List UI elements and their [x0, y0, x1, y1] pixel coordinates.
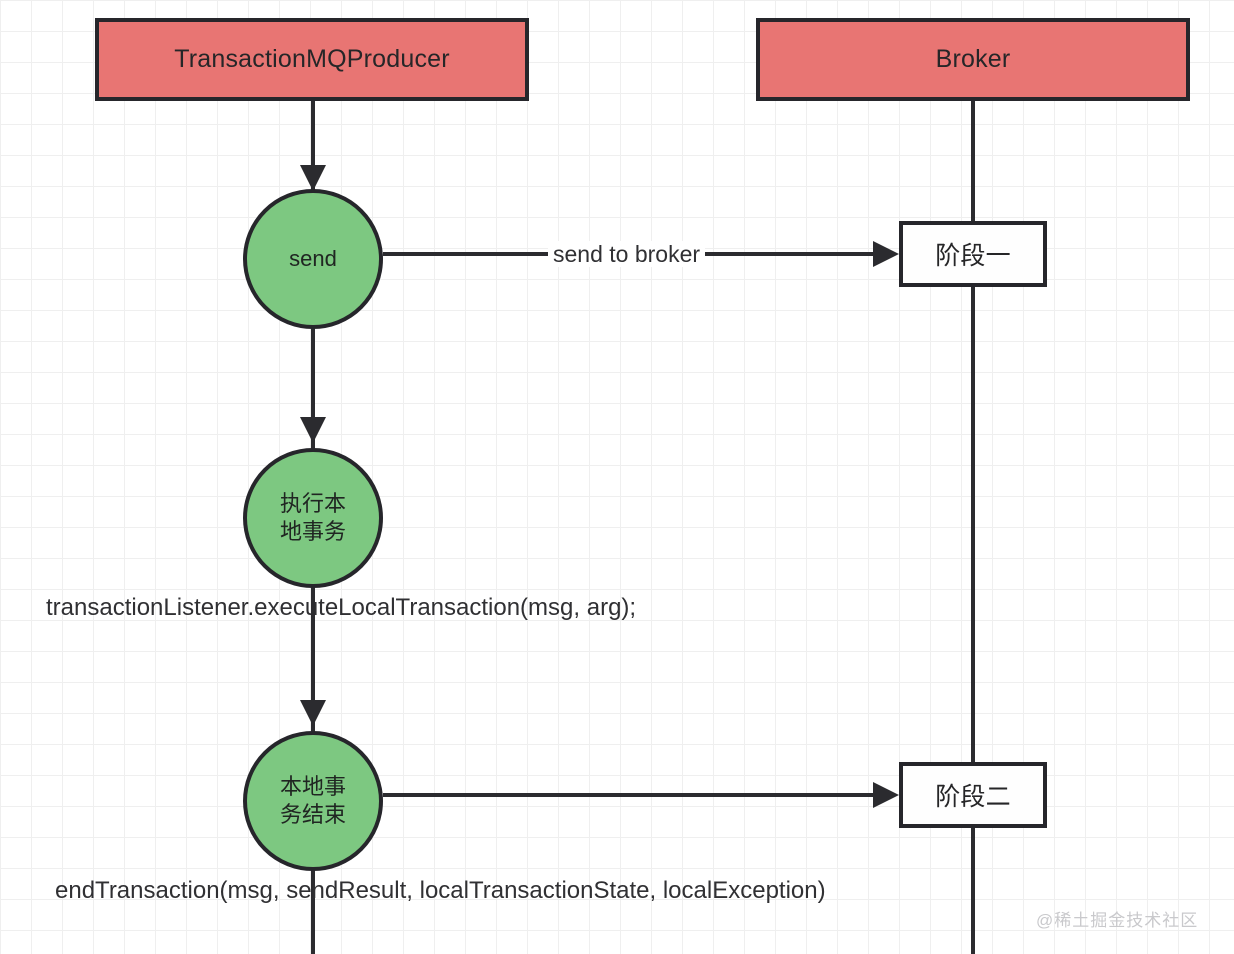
edge-local-end-to-phase-two-head: [873, 782, 899, 808]
node-exec-local-transaction-line2: 地事务: [279, 519, 346, 544]
arrow-send-to-exec-local-head: [300, 417, 326, 443]
node-phase-one[interactable]: 阶段一: [899, 221, 1047, 287]
lane-header-broker-label: Broker: [935, 45, 1011, 73]
arrow-exec-local-to-local-end-line: [311, 588, 315, 708]
edge-local-end-to-phase-two-line: [383, 793, 895, 797]
broker-lifeline: [971, 101, 975, 954]
note-execute-local-transaction: transactionListener.executeLocalTransact…: [46, 594, 637, 621]
node-local-transaction-end-line1: 本地事: [279, 773, 346, 799]
arrow-exec-local-to-local-end-head: [300, 700, 326, 726]
lane-header-broker[interactable]: Broker: [756, 18, 1190, 101]
edge-send-to-broker-label: send to broker: [548, 241, 706, 267]
node-local-transaction-end-line2: 务结束: [279, 802, 346, 827]
note-end-transaction: endTransaction(msg, sendResult, localTra…: [55, 877, 826, 904]
arrow-send-to-exec-local-line: [311, 329, 315, 425]
arrow-producer-to-send-line: [311, 101, 315, 171]
watermark: @稀土掘金技术社区: [1036, 911, 1199, 930]
node-phase-one-label: 阶段一: [935, 242, 1011, 270]
node-local-transaction-end[interactable]: 本地事 务结束: [243, 731, 383, 871]
node-phase-two[interactable]: 阶段二: [899, 762, 1047, 828]
edge-send-to-broker-head: [873, 241, 899, 267]
node-send-label: send: [289, 245, 337, 271]
node-send[interactable]: send: [243, 189, 383, 329]
node-exec-local-transaction-line1: 执行本: [279, 490, 346, 516]
arrow-producer-to-send-head: [300, 165, 326, 191]
node-exec-local-transaction[interactable]: 执行本 地事务: [243, 448, 383, 588]
lane-header-producer-label: TransactionMQProducer: [174, 45, 450, 73]
lane-header-producer[interactable]: TransactionMQProducer: [95, 18, 529, 101]
node-phase-two-label: 阶段二: [935, 783, 1011, 811]
